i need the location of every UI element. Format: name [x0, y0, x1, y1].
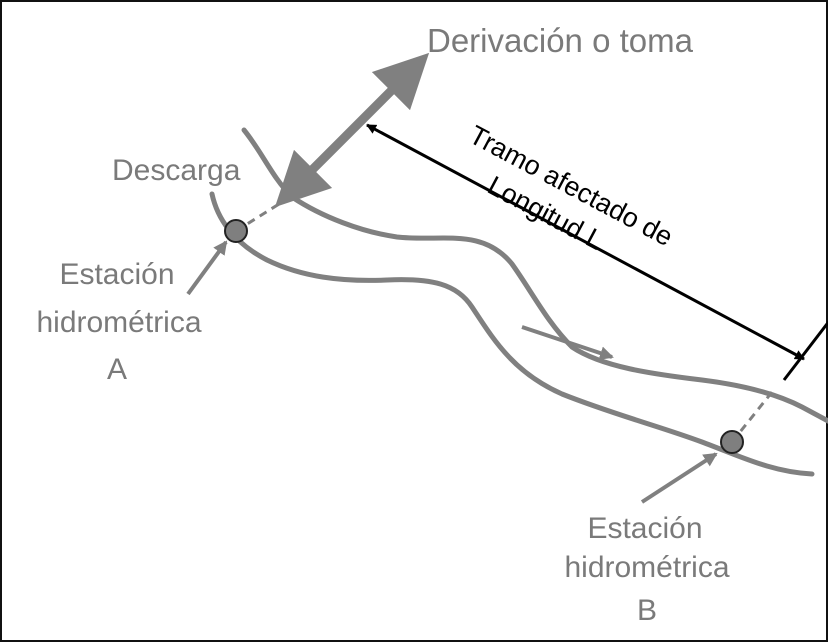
station-b-pointer-arrow: [640, 452, 718, 504]
station-b-label-line2: hidrométrica: [564, 551, 729, 584]
reach-length-arrow: [366, 123, 805, 361]
station-a-label-line2: hidrométrica: [36, 306, 201, 339]
station-a-marker: [224, 219, 248, 243]
river-lower-bank: [209, 191, 815, 477]
flow-direction-arrow: [521, 325, 614, 360]
station-a-label-line1: Estación: [59, 258, 174, 291]
station-a-dashed-line: [235, 197, 288, 233]
station-b-marker: [720, 430, 744, 454]
discharge-label: Descarga: [112, 154, 241, 187]
station-b-dashed-line: [730, 391, 774, 443]
diversion-double-arrow: [274, 52, 430, 208]
station-a-label-line3: A: [107, 353, 127, 386]
station-a-pointer-arrow: [186, 240, 228, 296]
station-b-label-line1: Estación: [587, 512, 702, 545]
reach-label-group: Tramo afectado de Longitud L: [464, 120, 677, 256]
reach-end-tick: [782, 320, 828, 381]
station-b-label-line3: B: [637, 594, 657, 627]
diversion-label: Derivación o toma: [427, 22, 694, 59]
